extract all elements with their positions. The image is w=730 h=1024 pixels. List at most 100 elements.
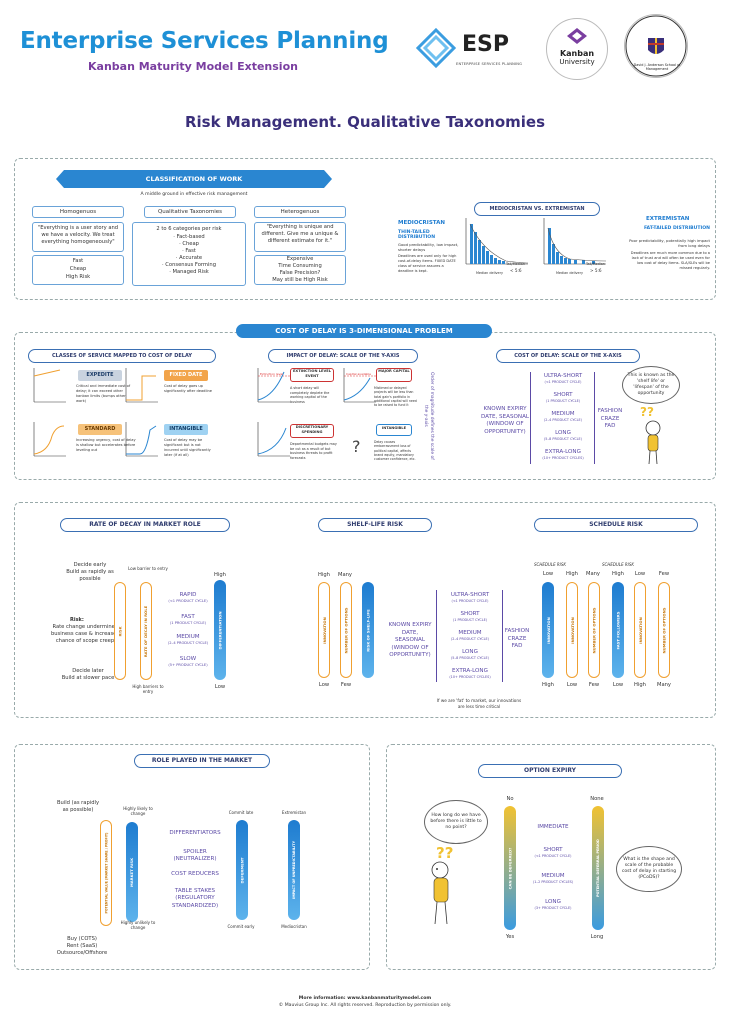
decay-item-1: FAST: [181, 614, 195, 620]
option-item-1-sub: (<1 PRODUCT CYCLE): [534, 854, 572, 858]
class-charts-left: [33, 368, 66, 457]
major-capital-desc: Mistimed or delayed projects will be les…: [374, 386, 417, 408]
market-risk-bar: MARKET RISK: [126, 822, 138, 922]
shelf-right: FASHION CRAZE FAD: [504, 628, 530, 650]
homogenous-item-2: High Risk: [65, 274, 91, 280]
shelf-options-bar: NUMBER OF OPTIONS: [340, 582, 352, 678]
decay-item-2-sub: (2–4 PRODUCT CYCLE): [167, 641, 209, 645]
discretionary-label: DISCRETIONARY SPENDING: [295, 425, 329, 434]
role-item-1: SPOILER: [183, 849, 207, 855]
ku-line1: Kanban: [559, 49, 595, 58]
shelf-item-2: MEDIUM: [458, 630, 482, 636]
page-title: Risk Management. Qualitative Taxonomies: [184, 113, 546, 131]
qualitative-item-5: · Consensus Forming: [162, 262, 216, 268]
shelf-item-0: ULTRA-SHORT: [450, 592, 490, 598]
fixed-date-box: FIXED DATE: [164, 370, 208, 381]
cod-banner: COST OF DELAY IS 3-DIMENSIONAL PROBLEM: [236, 324, 492, 338]
heterogenous-header: Heterogenuos: [254, 206, 346, 218]
role-item-1-sub: (NEUTRALIZER): [173, 856, 217, 862]
option-bubble-right: What is the shape and scale of the proba…: [616, 846, 682, 892]
shelf-life-bubble: This is known as the 'shelf life' or 'li…: [622, 366, 680, 404]
xaxis-divider: [530, 372, 531, 464]
role-build: Build (as rapidly as possible): [56, 800, 100, 814]
y-intangible-box: [376, 424, 412, 436]
role-item-3: TABLE STAKES: [174, 888, 216, 894]
heterogenous-item-0: Expensive: [286, 256, 314, 262]
thin-tailed-label: THIN-TAILED DISTRIBUTION: [398, 230, 436, 240]
shelf-item-4-sub: (10+ PRODUCT CYCLES): [449, 675, 491, 679]
xaxis-item-3-sub: (5–8 PRODUCT CYCLE): [543, 437, 582, 441]
ratio-left: < 5:6: [510, 268, 522, 273]
yaxis-side-note: Order of magnitude defines the scale of …: [423, 372, 434, 460]
shelf-innovation-bar: INNOVATION: [318, 582, 330, 678]
shelf-divider-right: [502, 590, 503, 682]
sched-top-2: Many: [585, 571, 600, 577]
shelf-risk-bar: RISK OF SHELF-LIFE: [362, 582, 374, 678]
xaxis-item-0: ULTRA-SHORT: [543, 373, 583, 379]
sched-bot-5: Many: [656, 682, 671, 688]
decay-item-0-sub: (<1 PRODUCT CYCLE): [168, 599, 208, 603]
ext-level-label: Extinction level: [260, 372, 284, 376]
fat-tailed-desc2: Deadlines are much more common due to a …: [630, 251, 710, 270]
option-bubble-left: How long do we have before there is litt…: [424, 800, 488, 844]
xaxis-item-2-sub: (2–4 PRODUCT CYCLE): [543, 418, 582, 422]
standard-desc: Increasing urgency, cost of delay is sha…: [76, 438, 136, 452]
ratio-right-label: Tail/Median: [586, 262, 605, 266]
deferment-bar: DEFERMENT: [236, 820, 248, 920]
footer-line2: © Mauvius Group Inc. All rights reserved…: [278, 1002, 452, 1008]
role-item-0: DIFFERENTIATORS: [169, 830, 221, 836]
sched-bar-0-label: INNOVATION: [545, 616, 551, 644]
heterogenous-item-2: False Precision?: [279, 270, 321, 276]
qualitative-box: [132, 222, 246, 286]
sched-bot-1: Low: [566, 682, 578, 688]
sched-bar-0: INNOVATION: [542, 582, 554, 678]
unpredictability-bar: IMPACT OF UNPREDICTABILITY: [288, 820, 300, 920]
heterogenous-quote-box: [254, 222, 346, 252]
sched-bot-4: High: [634, 682, 646, 688]
decay-item-1-sub: (1 PRODUCT CYCLE): [169, 621, 207, 625]
heterogenous-item-3: May still be High Risk: [272, 277, 328, 283]
xaxis-item-1: SHORT: [553, 392, 573, 398]
kanban-university-icon: [567, 28, 587, 44]
xaxis-item-4: EXTRA-LONG: [545, 449, 581, 455]
option-none: None: [590, 796, 604, 802]
schedule-risk-label-2: SCHEDULE RISK: [602, 562, 635, 567]
major-capital-box: [376, 368, 412, 382]
can-be-deferred-bar: CAN BE DEFERRED?: [504, 806, 516, 930]
role-item-3-sub: (REGULATORY STANDARDIZED): [171, 895, 219, 909]
sched-bar-1-label: INNOVATION: [569, 616, 575, 644]
decay-item-3: SLOW: [179, 656, 197, 662]
sched-top-5: Few: [658, 571, 670, 577]
decay-banner: RATE OF DECAY IN MARKET ROLE: [60, 518, 230, 532]
heterogenous-items-box: [254, 255, 346, 285]
homogenous-quote: "Everything is a user story and we have …: [37, 225, 119, 246]
cap-label: Capital available: [346, 372, 372, 376]
ratio-right: > 5:6: [590, 268, 602, 273]
sched-bar-4: INNOVATION: [634, 582, 646, 678]
decay-rate-bar: RATE OF DECAY IN ROLE: [140, 582, 152, 680]
risk-text: Rate change undermines business case & i…: [50, 624, 120, 645]
decay-low: Low: [214, 684, 226, 690]
kanban-university-logo: Kanban University: [546, 18, 608, 80]
middle-ground-text: A middle ground in effective risk manage…: [140, 192, 248, 197]
classification-banner: CLASSIFICATION OF WORK: [145, 175, 243, 183]
role-bar1-label: POTENTIAL VALUE (MARKET SHARE / PROFIT): [104, 832, 108, 914]
discretionary-desc: Departmental budgets may be cut as a res…: [290, 442, 337, 460]
option-item-3-sub: (3+ PRODUCT CYCLE): [534, 906, 572, 910]
expedite-box: EXPEDITE: [78, 370, 122, 381]
fat-tailed-desc: Poor predictability, potentially high im…: [629, 238, 710, 249]
sched-top-4: Low: [634, 571, 646, 577]
option-item-1: SHORT: [543, 847, 563, 853]
axis-left: Median delivery: [476, 271, 504, 275]
sched-bot-0: High: [542, 682, 554, 688]
shelf-high: High: [318, 572, 330, 578]
role-extremistan: Extremistan: [281, 810, 307, 815]
fixed-date-desc: Cost of delay goes up significantly afte…: [164, 384, 212, 393]
role-buy: Buy (COTS) Rent (SaaS) Outsource/Offshor…: [56, 936, 108, 957]
homogenous-quote-box: [32, 222, 124, 252]
da-school-text: David J. Anderson School of Management: [633, 63, 681, 71]
decay-high: High: [214, 572, 226, 578]
decay-item-3-sub: (5+ PRODUCT CYCLE): [168, 663, 208, 667]
role-item-2: COST REDUCERS: [171, 871, 219, 877]
decay-item-0: RAPID: [179, 592, 197, 598]
